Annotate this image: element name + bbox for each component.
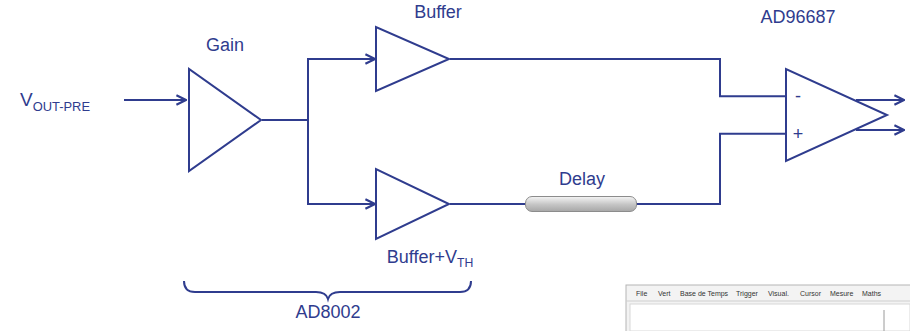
amplifier-outline: [786, 69, 887, 161]
output-arrow: [856, 129, 904, 131]
screenshot-frame: [626, 285, 910, 331]
delay-line: Delay: [525, 196, 637, 212]
input-arrow: [124, 99, 186, 101]
buffer-amplifier: Buffer+VTH: [375, 168, 450, 240]
amplifier-outline: [376, 27, 449, 91]
signal-wire: [262, 59, 375, 120]
delay-label: Delay: [559, 168, 605, 190]
pin-sign: -: [795, 85, 801, 107]
menu-item: Mesure: [830, 290, 853, 298]
amplifier-outline: [189, 69, 261, 171]
signal-name: VOUT-PRE: [20, 88, 90, 113]
buffer-amplifier: Buffer: [375, 26, 450, 92]
group-bracket: [184, 281, 471, 299]
screenshot-tick: [884, 310, 885, 331]
amplifier-triangle: [375, 26, 450, 92]
menu-item: Maths: [862, 290, 881, 298]
menu-bar-line: [626, 301, 910, 302]
amplifier-triangle: [785, 68, 888, 162]
amplifier-label: Gain: [206, 34, 244, 56]
menu-item: Cursor: [800, 290, 821, 298]
pin-sign: +: [793, 123, 804, 145]
amplifier-label: Buffer+VTH: [387, 246, 474, 270]
amplifier-outline: [376, 169, 449, 239]
amplifier-triangle: [188, 68, 262, 172]
signal-wire: [262, 120, 375, 204]
chip-name: AD96687: [760, 6, 835, 28]
comparator: AD96687-+: [785, 68, 888, 162]
output-arrow: [856, 99, 904, 101]
gain-amplifier: Gain: [188, 68, 262, 172]
chip-name: AD8002: [295, 301, 360, 323]
signal-wire: [450, 59, 785, 96]
menu-item: Trigger: [736, 290, 758, 298]
menu-item: File: [636, 290, 647, 298]
signal-wire: [637, 134, 785, 204]
menu-item: Vert: [658, 290, 670, 298]
menu-item: Visual.: [768, 290, 789, 298]
menu-item: Base de Temps: [680, 290, 728, 298]
signal-wire: [450, 203, 525, 205]
screenshot-panel: [630, 304, 910, 331]
amplifier-triangle: [375, 168, 450, 240]
amplifier-label: Buffer: [414, 1, 462, 23]
